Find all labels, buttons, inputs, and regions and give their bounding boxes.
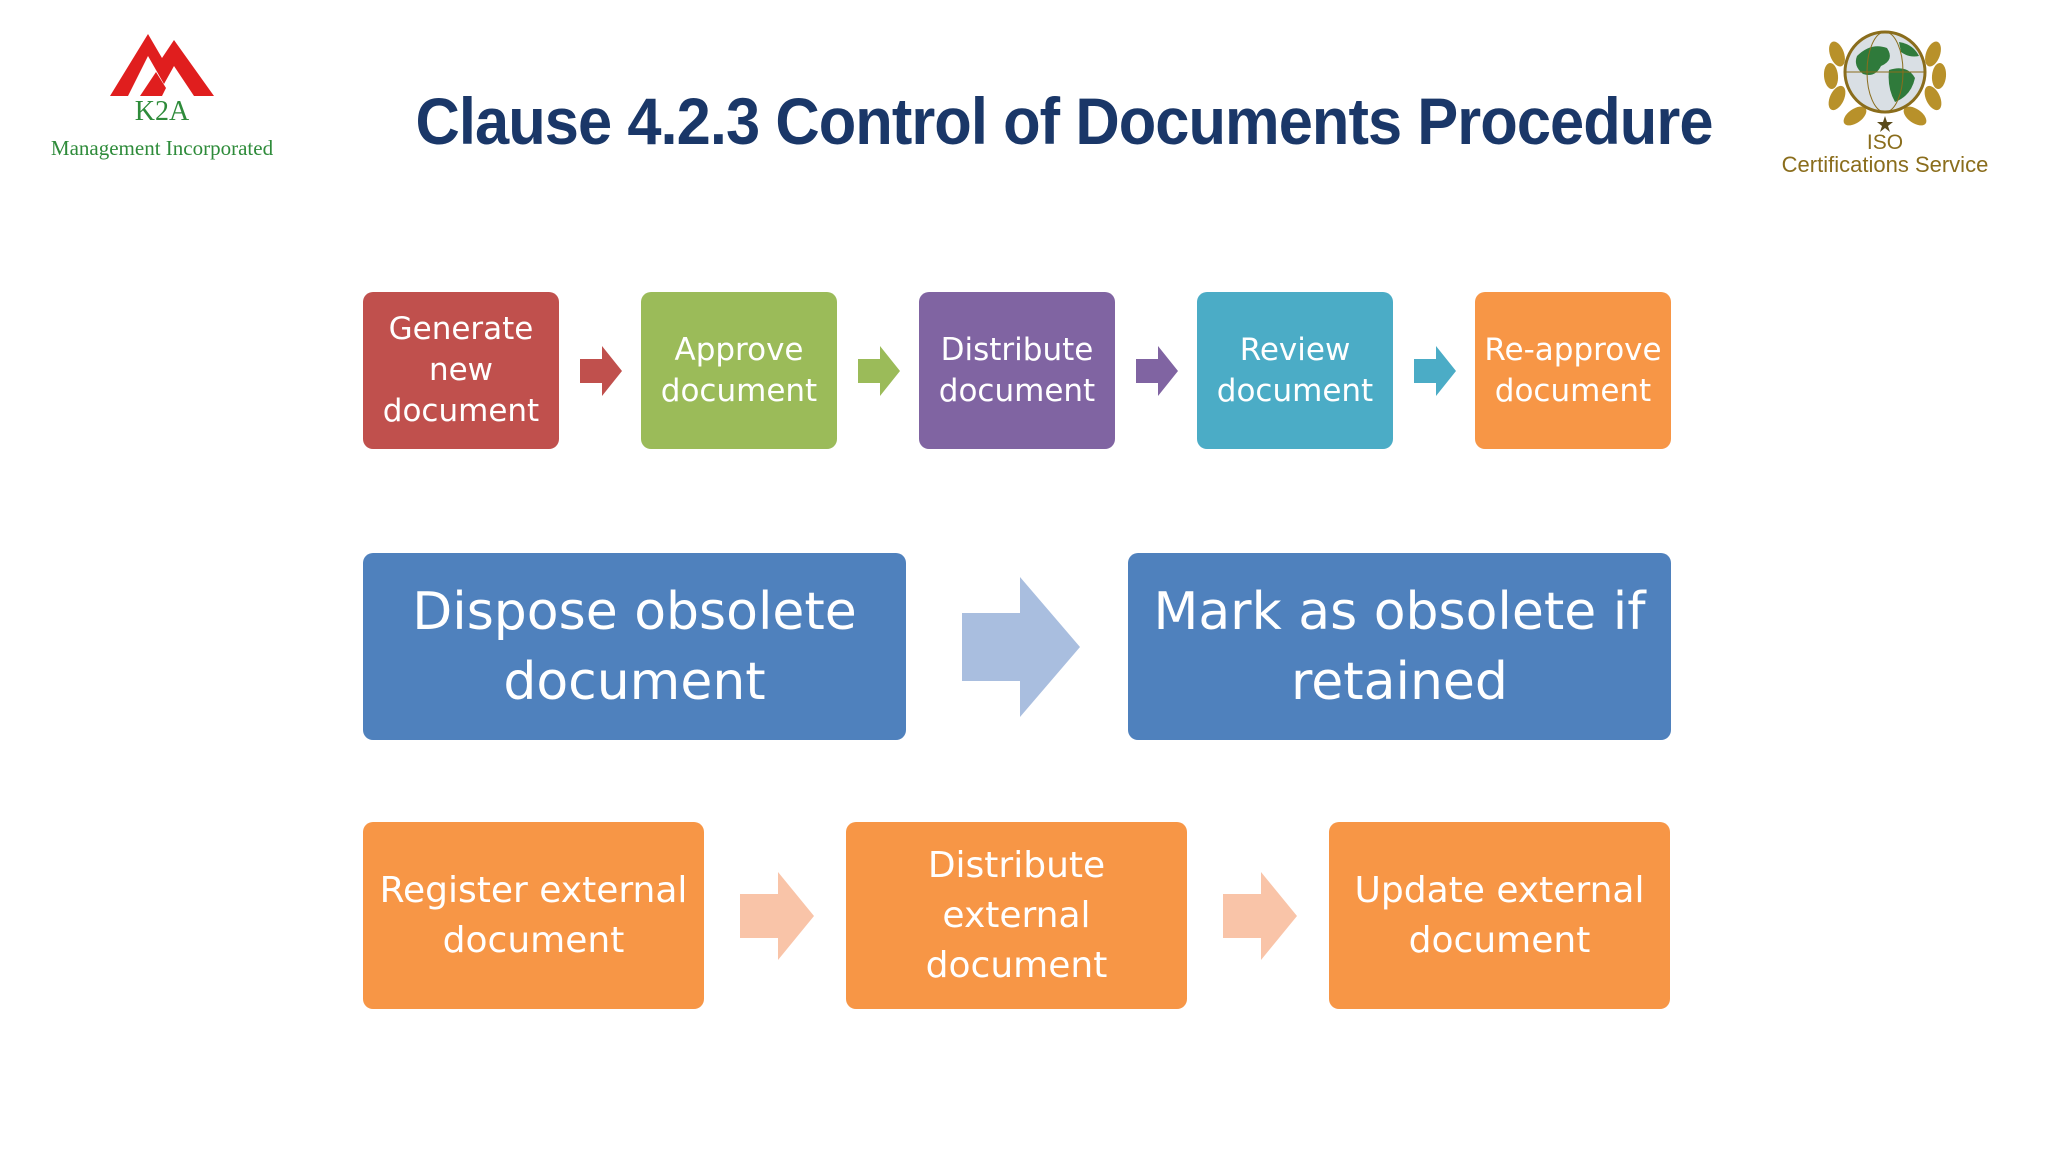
obsolete-step-mark: Mark as obsolete if retained [1128, 553, 1671, 740]
obsolete-step-dispose: Dispose obsolete document [363, 553, 906, 740]
external-step-label: Distribute external document [925, 844, 1108, 986]
external-step-label: Update external document [1354, 869, 1645, 961]
iso-logo-line2: Certifications Service [1781, 152, 1989, 177]
k2a-logo-name: K2A [134, 96, 190, 127]
external-step-update: Update external document [1329, 822, 1670, 1009]
external-step-register: Register external document [363, 822, 704, 1009]
flow-step-label: Distribute document [938, 331, 1096, 409]
flow-arrow-right-icon [1414, 346, 1456, 396]
k2a-mountain-logo-icon [110, 34, 214, 96]
flow-step-generate: Generate new document [363, 292, 559, 449]
flow-step-review: Review document [1197, 292, 1393, 449]
flow-step-reapprove: Re-approve document [1475, 292, 1671, 449]
obsolete-step-label: Dispose obsolete document [412, 581, 857, 712]
flow-arrow-right-icon [1136, 346, 1178, 396]
flow-step-label: Review document [1216, 331, 1374, 409]
flow-step-approve: Approve document [641, 292, 837, 449]
k2a-logo-tagline: Management Incorporated [50, 136, 274, 160]
flow-arrow-right-icon [858, 346, 900, 396]
flow-step-distribute: Distribute document [919, 292, 1115, 449]
external-step-label: Register external document [379, 869, 688, 961]
flow-step-label: Approve document [660, 331, 818, 409]
k2a-logo: K2A Management Incorporated [12, 28, 312, 178]
flow-arrow-right-icon [962, 577, 1080, 717]
flow-arrow-right-icon [1223, 872, 1297, 960]
page-title: Clause 4.2.3 Control of Documents Proced… [415, 84, 1714, 158]
flow-arrow-right-icon [740, 872, 814, 960]
flow-arrow-right-icon [580, 346, 622, 396]
obsolete-step-label: Mark as obsolete if retained [1153, 581, 1646, 712]
external-step-distribute: Distribute external document [846, 822, 1187, 1009]
globe-laurel-logo-icon [1823, 30, 1947, 132]
flow-step-label: Re-approve document [1484, 331, 1662, 409]
flow-step-label: Generate new document [382, 311, 540, 429]
iso-logo-line1: ISO [1866, 131, 1904, 154]
iso-logo: ISO Certifications Service [1760, 20, 2010, 185]
